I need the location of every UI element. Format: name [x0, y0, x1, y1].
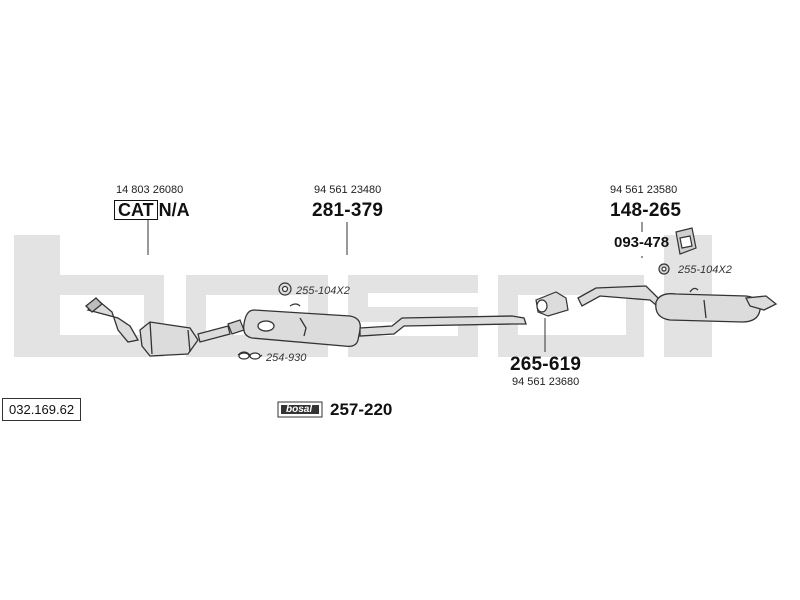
cat-box: CAT	[114, 200, 158, 220]
fitting-kit-logo	[277, 401, 323, 418]
rear-ring-ref: 255-104X2	[678, 264, 732, 276]
front-silencer-part	[243, 303, 527, 348]
mounting-part-number: 093-478	[614, 234, 670, 251]
rear-silencer-part-number: 148-265	[610, 200, 682, 221]
mid-pipe-part	[535, 291, 569, 317]
mid-pipe-part-number: 265-619	[510, 354, 582, 375]
rear-silencer-oe-number: 94 561 23580	[610, 184, 678, 196]
catalyst-part-number: N/A	[158, 200, 190, 220]
front-silencer-part-number: 281-379	[312, 200, 384, 221]
mounting-part	[675, 227, 697, 255]
mid-pipe-oe-number: 94 561 23680	[512, 376, 580, 388]
rear-silencer-part	[577, 285, 778, 323]
fitting-kit-part-number: 257-220	[330, 400, 393, 419]
fitting-kit-logo-text: bosal	[286, 404, 313, 415]
gasket-flange-ref: 254-930	[266, 352, 307, 364]
front-silencer-oe-number: 94 561 23480	[314, 184, 382, 196]
gasket-ring-ref: 255-104X2	[296, 285, 350, 297]
gasket-icons	[237, 263, 670, 360]
diagram-code: 032.169.62	[2, 398, 82, 421]
catalyst-oe-number: 14 803 26080	[116, 184, 184, 196]
catalyst-part	[85, 297, 231, 357]
